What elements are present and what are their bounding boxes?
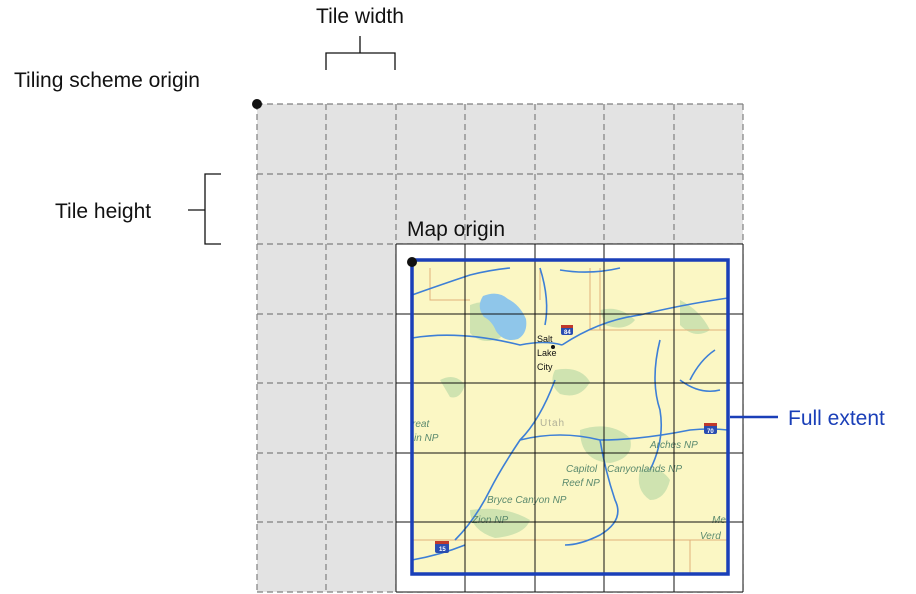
tile-width-label: Tile width (316, 5, 404, 28)
tile-width-bracket (325, 36, 396, 70)
map-area: Salt Lake City Utah reat in NP Arches NP… (395, 243, 744, 593)
canyonlands-label: Canyonlands NP (607, 464, 682, 475)
i84-label: 84 (564, 330, 571, 336)
tiling-scheme-origin-dot (252, 99, 262, 109)
great-basin-label-2: in NP (414, 433, 439, 444)
state-label: Utah (540, 418, 565, 429)
interstate-shield-icon: 70 (704, 423, 717, 435)
i70-label: 70 (707, 429, 714, 435)
great-salt-lake (479, 293, 527, 340)
tiling-scheme-origin-label: Tiling scheme origin (14, 69, 200, 92)
great-basin-label-1: reat (412, 419, 430, 430)
capitol-reef-label-2: Reef NP (562, 478, 600, 489)
mesa-verde-label-2: Verd (700, 531, 721, 542)
map-origin-dot (407, 257, 417, 267)
interstate-shield-icon: 15 (435, 541, 449, 553)
i15-label: 15 (439, 547, 446, 553)
full-extent-rectangle (410, 258, 730, 576)
city-label-line3: City (537, 362, 553, 372)
full-extent-label: Full extent (788, 407, 885, 430)
mesa-verde-label-1: Me (712, 515, 726, 526)
interstate-shield-icon: 84 (561, 325, 573, 336)
map-origin-label: Map origin (407, 218, 505, 241)
city-label-line2: Lake (537, 348, 557, 358)
map-tile-grid (395, 243, 744, 593)
city-label-line1: Salt (537, 334, 553, 344)
tile-height-label: Tile height (55, 200, 151, 223)
bryce-label: Bryce Canyon NP (487, 495, 567, 506)
zion-label: Zion NP (471, 515, 508, 526)
tile-height-bracket (188, 173, 221, 245)
capitol-reef-label-1: Capitol (566, 464, 598, 475)
city-dot (551, 345, 555, 349)
